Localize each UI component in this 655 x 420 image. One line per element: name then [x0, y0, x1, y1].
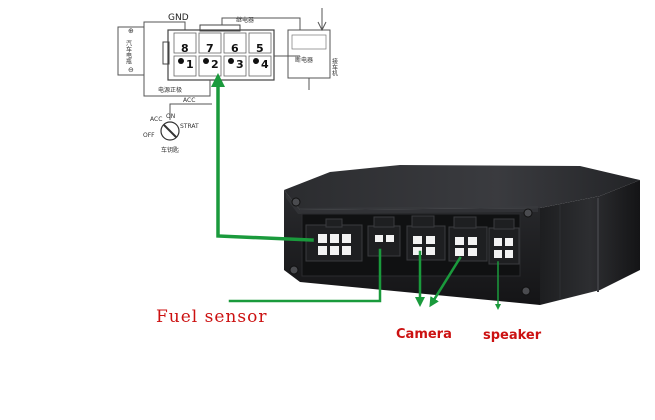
acc-wire-label: ACC: [183, 97, 195, 104]
pin-label: 5: [256, 42, 264, 55]
pin-label: 1: [186, 58, 194, 71]
camera-label: Camera: [396, 327, 452, 342]
pin-label: 7: [206, 42, 214, 55]
screw-icon: [523, 208, 533, 218]
device-top: [284, 165, 640, 210]
gnd-label: GND: [168, 13, 189, 23]
key-switch: ACC ON STRAT OFF 车钥匙: [143, 113, 199, 154]
pin-label: 3: [236, 58, 244, 71]
pin-label: 8: [181, 42, 189, 55]
callout-arrows: [211, 73, 501, 310]
fuel-connector: [367, 216, 401, 257]
pin-label: 4: [261, 58, 269, 71]
dvr-device: [284, 165, 640, 305]
relay-box: [287, 29, 331, 79]
pin-label: 6: [231, 42, 239, 55]
pin-label: 2: [211, 58, 219, 71]
pins-top-row: 8 7 6 5: [173, 32, 272, 55]
battery-box: [117, 26, 145, 76]
key-caption: 车钥匙: [161, 146, 179, 154]
device-side: [540, 180, 640, 305]
speaker-label: speaker: [483, 328, 542, 343]
screw-icon: [289, 265, 299, 275]
battery-minus-icon: ⊖: [128, 66, 134, 74]
relay-top-label: 继电器: [236, 16, 254, 24]
screw-icon: [291, 197, 301, 207]
relay-side-label: 接车机: [331, 57, 338, 77]
camera-connector: [406, 215, 446, 261]
key-acc-label: ACC: [150, 116, 162, 123]
schematic: 汽车电瓶 ⊕ ⊖ GND 8 7 6 5: [117, 8, 338, 154]
fuel-sensor-label: Fuel sensor: [156, 307, 267, 327]
battery-plus-icon: ⊕: [128, 27, 134, 35]
pins-bottom-row: 1 2 3 4: [173, 55, 272, 77]
key-on-label: ON: [166, 113, 175, 120]
camera2-connector: [448, 216, 488, 262]
camera2-arrow: [429, 256, 462, 308]
battery-label: 汽车电瓶: [125, 39, 132, 65]
speaker-connector: [488, 218, 520, 265]
power-wire-label: 电源正极: [158, 86, 182, 94]
power-arrow: [211, 73, 314, 242]
fuel-arrow: [228, 248, 382, 303]
screw-icon: [521, 286, 531, 296]
key-off-label: OFF: [143, 132, 155, 139]
power-connector: [305, 218, 363, 262]
key-strat-label: STRAT: [180, 123, 199, 130]
relay-label: 断电器: [295, 56, 313, 64]
